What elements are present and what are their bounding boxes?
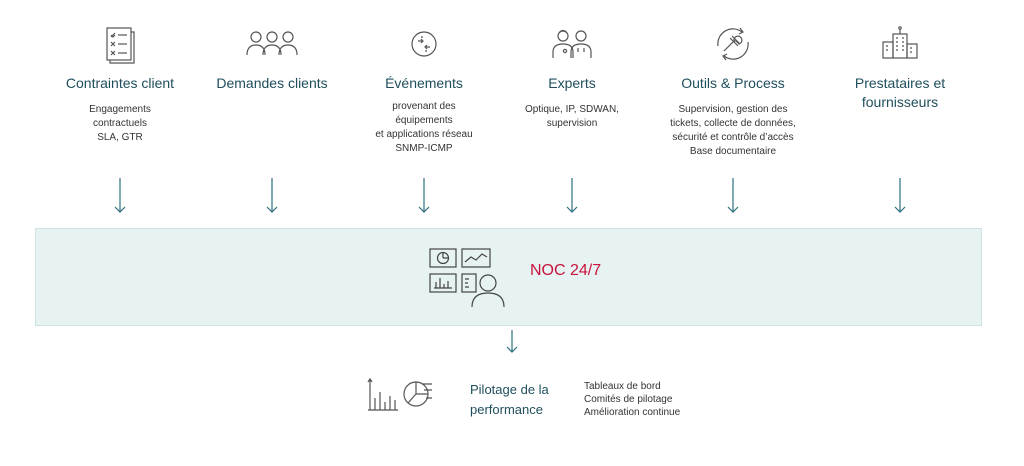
column-description: Supervision, gestion des tickets, collec…	[670, 104, 796, 157]
buildings-icon	[877, 24, 923, 64]
down-arrow	[506, 330, 518, 353]
column-title: Outils & Process	[681, 75, 785, 91]
column-title: Contraintes client	[65, 75, 175, 91]
down-arrow	[418, 178, 430, 213]
experts-icon	[549, 24, 595, 64]
noc-label: NOC 24/7	[530, 262, 602, 279]
performance-list: Tableaux de bord Comités de pilotage Amé…	[584, 380, 680, 419]
performance-title: Pilotage de la performance	[470, 382, 549, 417]
column-description: provenant des équipements et application…	[375, 101, 473, 154]
down-arrow	[266, 178, 278, 213]
down-arrow	[566, 178, 578, 213]
down-arrow	[727, 178, 739, 213]
down-arrow	[894, 178, 906, 213]
column-title: Événements	[385, 75, 463, 91]
down-arrow	[114, 178, 126, 213]
network-node-icon	[401, 24, 447, 64]
checklist-icon	[97, 24, 143, 64]
column-title: Experts	[548, 75, 596, 91]
column-description: Engagements contractuels SLA, GTR	[89, 104, 151, 143]
list-item: Comités de pilotage	[584, 394, 673, 405]
people-group-icon	[246, 24, 298, 64]
list-item: Amélioration continue	[584, 407, 681, 418]
charts-icon	[366, 374, 436, 412]
dashboard-operator-icon	[428, 247, 510, 309]
noc-band	[35, 228, 982, 326]
tools-gear-icon	[710, 24, 756, 64]
column-title: Demandes clients	[216, 75, 328, 91]
list-item: Tableaux de bord	[584, 381, 661, 392]
column-description: Optique, IP, SDWAN, supervision	[525, 104, 619, 129]
column-title: Prestataires et fournisseurs	[854, 75, 946, 110]
